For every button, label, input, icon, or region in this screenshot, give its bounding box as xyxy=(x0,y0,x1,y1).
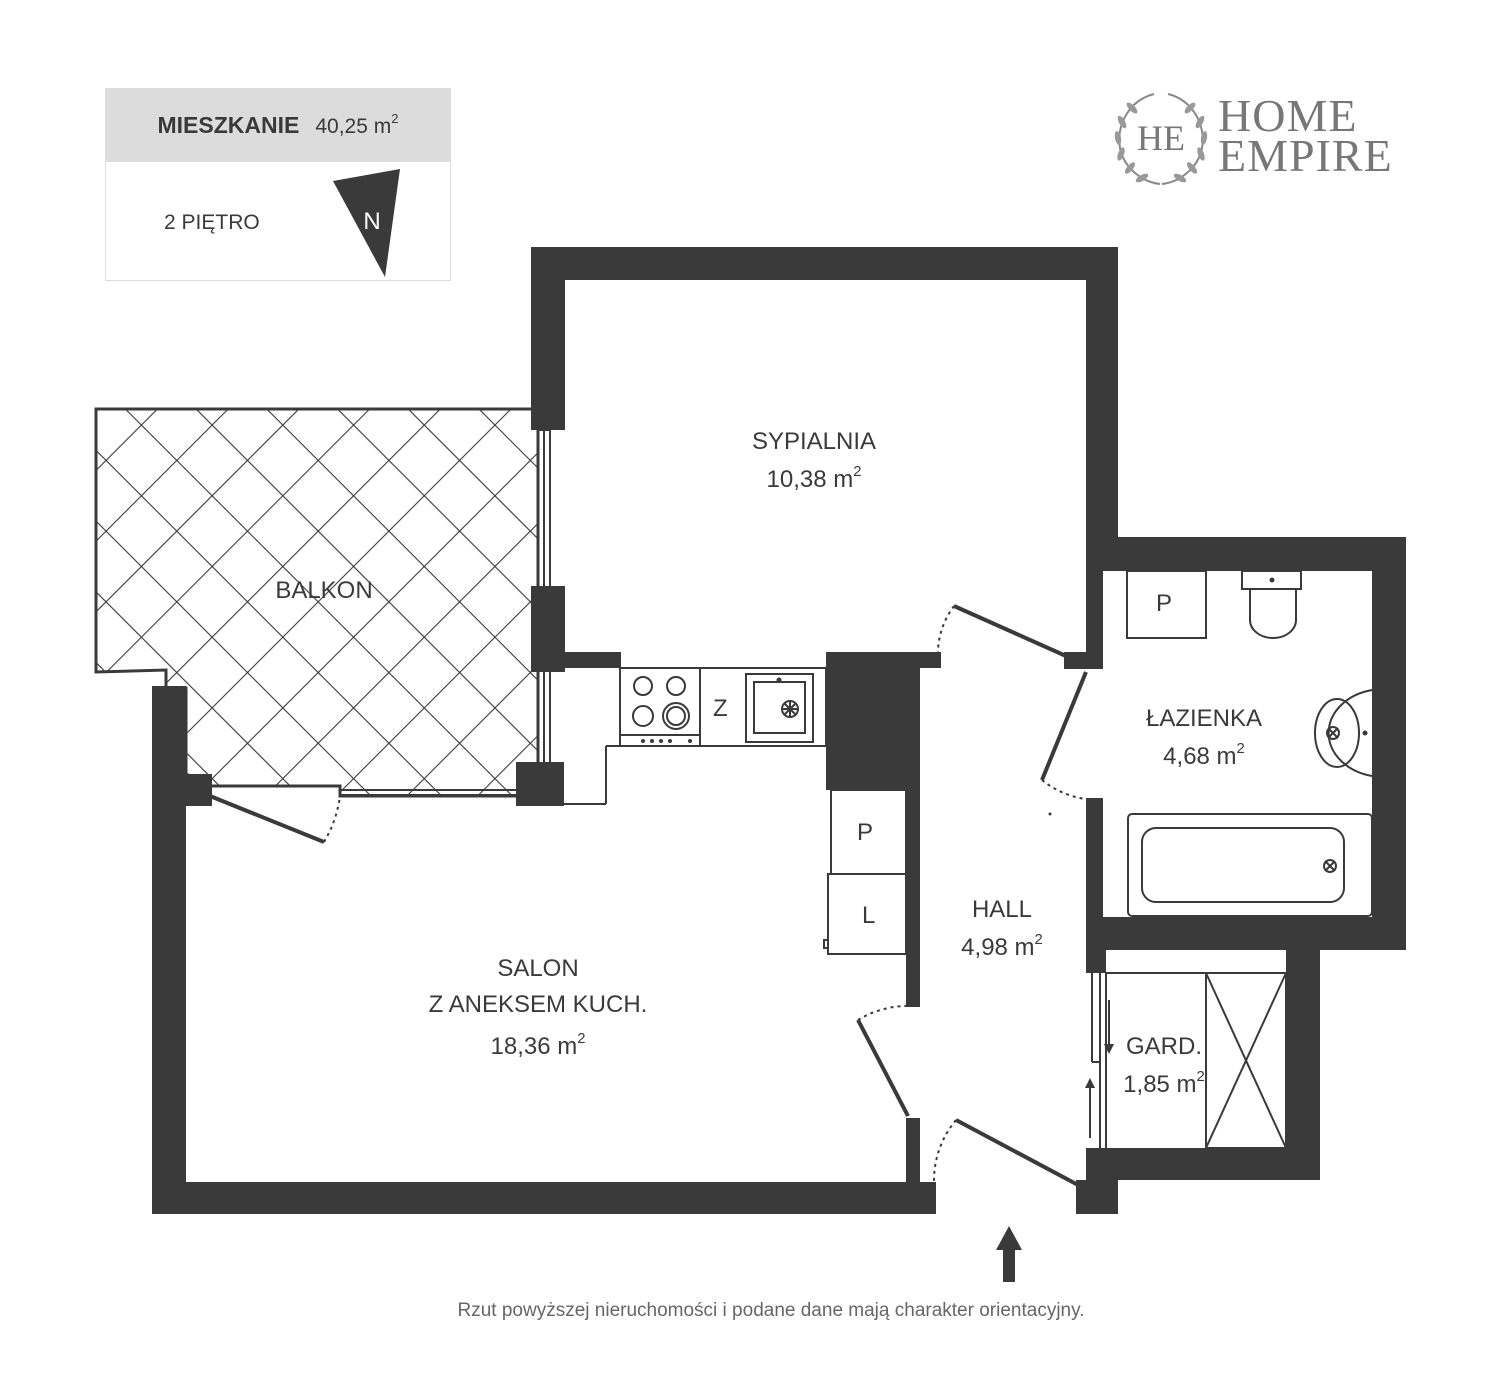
north-arrow-icon: N xyxy=(333,169,400,277)
logo-wordmark: HOME EMPIRE xyxy=(1218,90,1393,181)
logo-monogram: HE xyxy=(1137,118,1185,158)
room-name: HALL xyxy=(971,896,1033,923)
bathroom-fixtures xyxy=(1126,570,1373,917)
room-hall: HALL 4,98 m2 xyxy=(902,894,1102,964)
wardrobe-fixtures xyxy=(1089,972,1287,1149)
entrance-arrow-icon xyxy=(996,1226,1022,1282)
room-name: GARD. xyxy=(1125,1033,1202,1060)
room-lazienka: ŁAZIENKA 4,68 m2 xyxy=(1104,703,1304,773)
apartment-label: MIESZKANIE xyxy=(157,112,300,138)
bathroom-cabinet-label-p: P xyxy=(1156,590,1173,617)
room-area: 18,36 m2 xyxy=(490,1030,586,1060)
floor-label: 2 PIĘTRO xyxy=(164,211,260,234)
room-name: BALKON xyxy=(275,577,373,604)
north-letter: N xyxy=(363,208,380,235)
room-name-line2: Z ANEKSEM KUCH. xyxy=(428,991,648,1018)
room-gard: GARD. 1,85 m2 xyxy=(1104,1031,1224,1101)
wardrobe-arrows xyxy=(1048,812,1114,1088)
room-balkon: BALKON xyxy=(224,575,424,607)
logo-line-empire: EMPIRE xyxy=(1218,130,1393,181)
room-name: ŁAZIENKA xyxy=(1145,705,1263,732)
logo-line-home: HOME xyxy=(1218,90,1358,141)
room-sypialnia: SYPIALNIA 10,38 m2 xyxy=(714,426,914,496)
room-area: 4,68 m2 xyxy=(1163,740,1245,770)
room-name: SYPIALNIA xyxy=(751,428,877,455)
walls xyxy=(152,247,1406,1214)
door-swings xyxy=(323,605,1103,1185)
card-header: MIESZKANIE 40,25 m2 xyxy=(106,89,450,162)
kitchen-cabinet-label-l: L xyxy=(862,902,876,929)
apartment-area: 40,25 m2 xyxy=(315,110,399,138)
room-area: 10,38 m2 xyxy=(766,463,862,493)
bathroom-dots xyxy=(1269,577,1368,736)
room-area: 4,98 m2 xyxy=(961,931,1043,961)
room-salon: SALON Z ANEKSEM KUCH. 18,36 m2 xyxy=(388,951,688,1065)
kitchen-fridge-label-z: Z xyxy=(713,695,728,722)
home-empire-logo-icon: HE xyxy=(1114,93,1208,185)
doors xyxy=(209,604,1088,1188)
room-area: 1,85 m2 xyxy=(1123,1068,1205,1098)
disclaimer-text: Rzut powyższej nieruchomości i podane da… xyxy=(457,1300,1085,1321)
kitchen-cabinet-label-p: P xyxy=(857,819,874,846)
info-card: MIESZKANIE 40,25 m2 2 PIĘTRO N xyxy=(105,88,451,281)
room-name-line1: SALON xyxy=(497,955,579,982)
stove-knobs xyxy=(641,677,782,743)
